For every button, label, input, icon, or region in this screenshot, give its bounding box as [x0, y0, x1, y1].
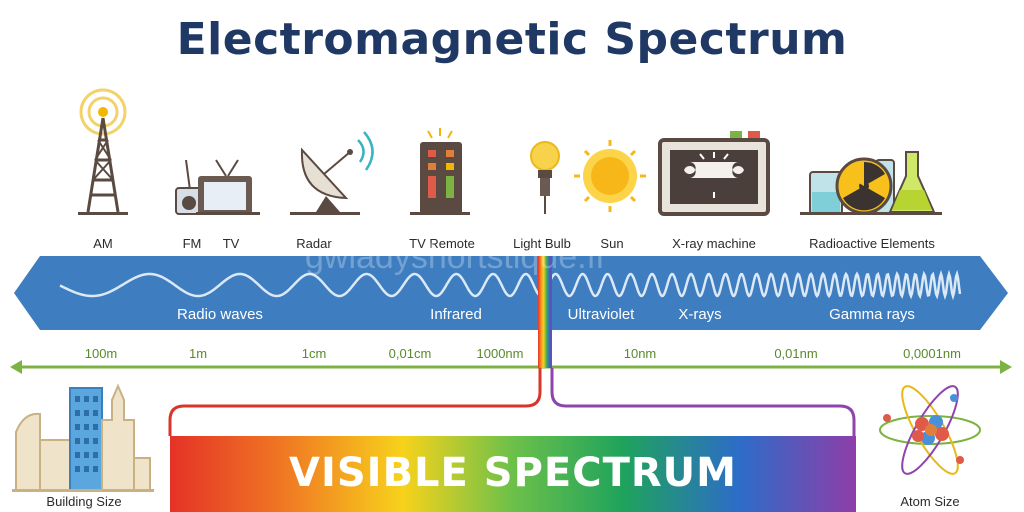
- label-tv-remote: TV Remote: [409, 236, 475, 251]
- band-infrared: Infrared: [430, 306, 482, 323]
- light-bulb-icon: [530, 141, 560, 214]
- radioactive-flasks-icon: [800, 151, 942, 215]
- building-icon: [12, 383, 154, 492]
- wavelength-axis: [10, 360, 1012, 374]
- building-size-label: Building Size: [46, 494, 122, 509]
- atom-icon: [879, 385, 981, 475]
- remote-control-icon: [410, 128, 470, 215]
- label-sun: Sun: [600, 236, 624, 251]
- label-radar: Radar: [296, 236, 332, 251]
- visible-spectrum-title: VISIBLE SPECTRUM: [289, 450, 737, 496]
- band-radio-waves: Radio waves: [177, 306, 263, 323]
- visible-light-stripe: [538, 256, 552, 368]
- wavelength-label: 1000nm: [476, 346, 524, 361]
- wavelength-label: 100m: [84, 346, 118, 361]
- red-connector-line: [168, 368, 542, 436]
- xray-machine-icon: [658, 131, 770, 216]
- violet-connector-line: [550, 368, 856, 436]
- band-x-rays: X-rays: [678, 306, 722, 323]
- label-am: AM: [93, 236, 113, 251]
- label-tv: TV: [222, 236, 240, 251]
- wave-line: [59, 269, 962, 301]
- label-xray-machine: X-ray machine: [672, 236, 756, 251]
- label-light-bulb: Light Bulb: [513, 236, 571, 251]
- band-gamma-rays: Gamma rays: [829, 306, 915, 323]
- label-radioactive-elements: Radioactive Elements: [809, 236, 935, 251]
- wavelength-label: 1cm: [301, 346, 327, 361]
- wavelength-label: 10nm: [623, 346, 657, 361]
- radar-dish-icon: [290, 131, 374, 215]
- page-title: Electromagnetic Spectrum: [176, 14, 848, 65]
- atom-size-label: Atom Size: [900, 494, 960, 509]
- label-fm: FM: [182, 236, 202, 251]
- band-ultraviolet: Ultraviolet: [567, 306, 635, 323]
- wavelength-label: 0,0001nm: [903, 346, 961, 361]
- visible-spectrum-box: [170, 436, 856, 512]
- television-icon: [196, 159, 260, 215]
- radio-tower-icon: [78, 88, 128, 215]
- sun-icon: [574, 140, 646, 212]
- watermark: gwladyshortstique.fr: [305, 238, 608, 276]
- wavelength-label: 0,01nm: [774, 346, 818, 361]
- wavelength-label: 1m: [188, 346, 208, 361]
- wavelength-label: 0,01cm: [388, 346, 432, 361]
- spectrum-band: [14, 256, 1008, 330]
